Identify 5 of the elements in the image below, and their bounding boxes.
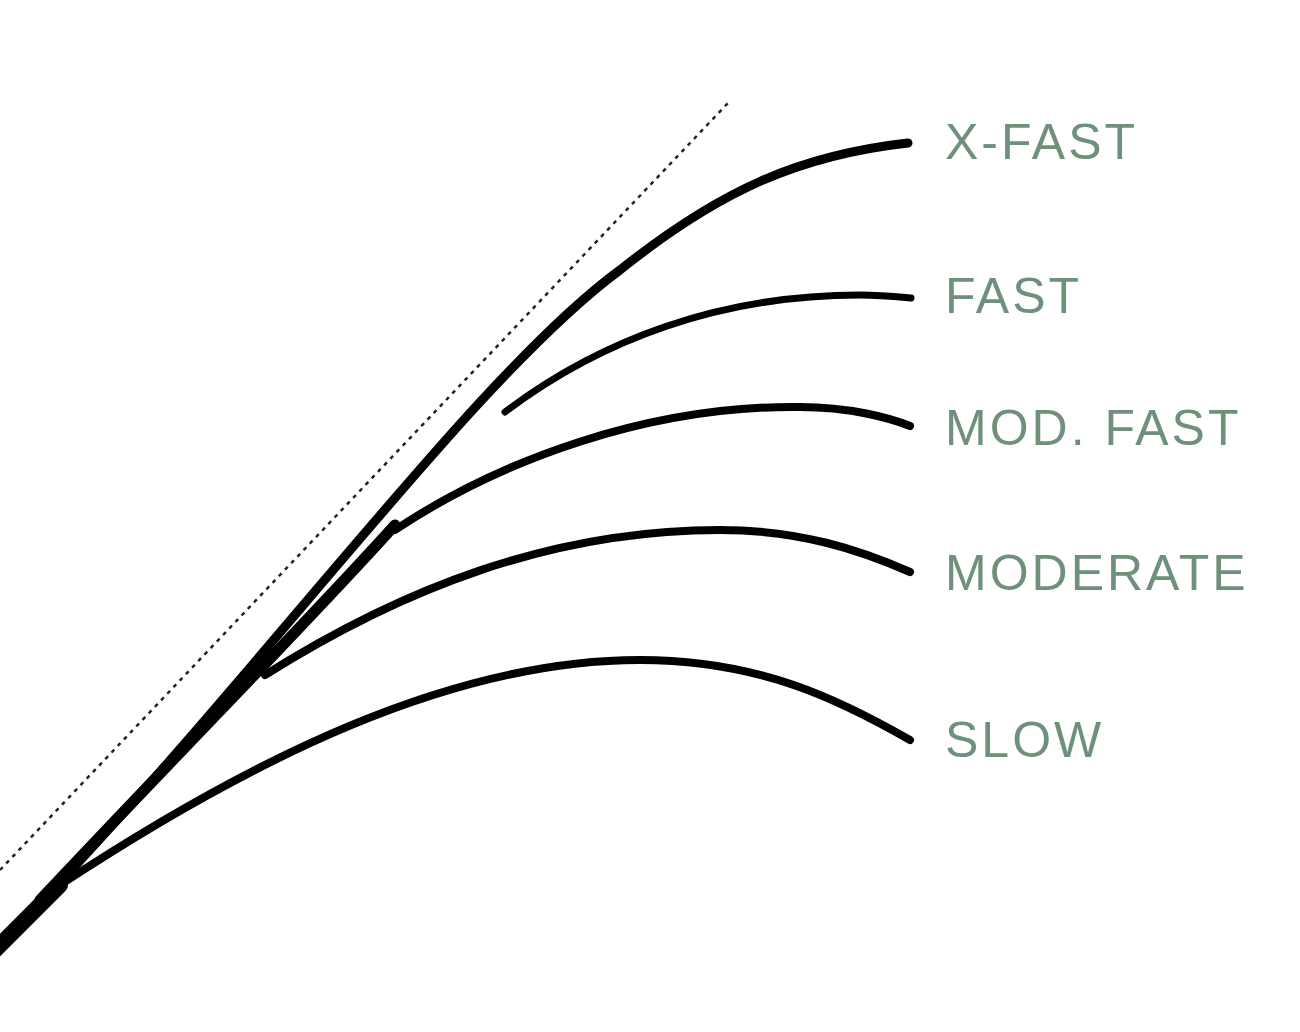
action-label: FAST bbox=[945, 271, 1083, 321]
action-label: SLOW bbox=[945, 715, 1105, 765]
action-label: MOD. FAST bbox=[945, 403, 1242, 453]
action-label: X-FAST bbox=[945, 117, 1139, 167]
action-label: MODERATE bbox=[945, 548, 1249, 598]
